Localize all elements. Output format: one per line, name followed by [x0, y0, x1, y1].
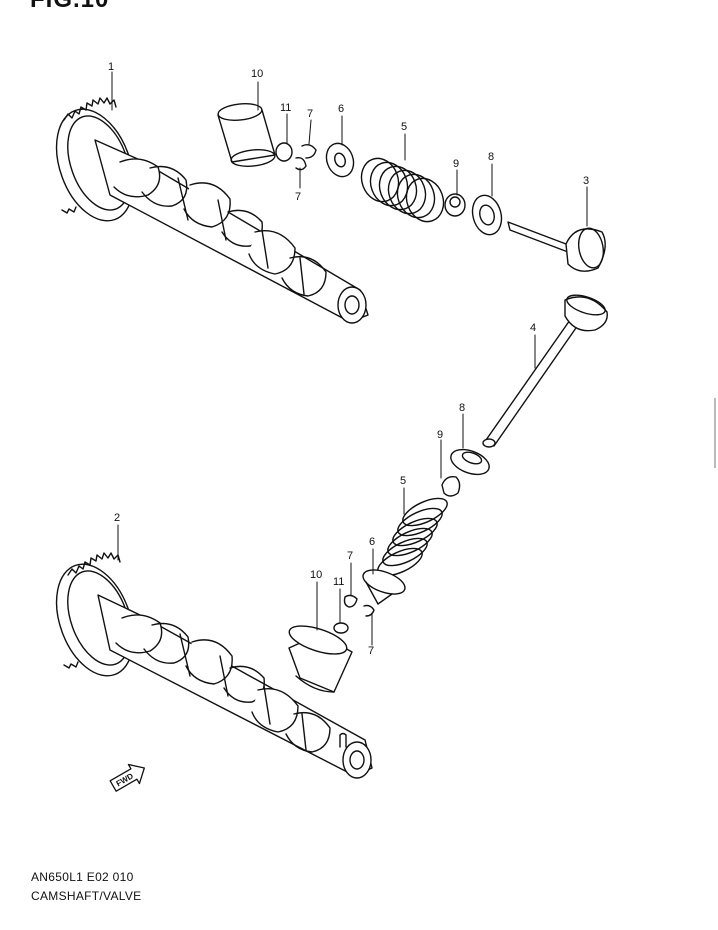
callout-part-10: 10 — [310, 569, 323, 581]
callout-part-5: 5 — [400, 475, 407, 487]
figure-title: FIG.10 — [30, 0, 109, 14]
scan-edge-mark — [714, 398, 716, 468]
callout-part-4: 4 — [530, 322, 537, 334]
valve-train-bottom — [288, 294, 608, 693]
section-title: CAMSHAFT/VALVE — [31, 889, 142, 903]
callout-part-6: 6 — [369, 536, 376, 548]
callout-part-8: 8 — [488, 151, 495, 163]
callout-part-7: 7 — [347, 550, 354, 562]
camshaft-2 — [55, 552, 373, 779]
callout-part-8: 8 — [459, 402, 466, 414]
callout-part-11: 11 — [333, 576, 345, 588]
callout-part-5: 5 — [401, 121, 408, 133]
model-code: AN650L1 E02 010 — [31, 870, 134, 884]
leader-lines — [111, 71, 588, 646]
camshaft-1 — [55, 97, 369, 324]
callout-part-9: 9 — [437, 429, 444, 441]
callout-part-7: 7 — [368, 645, 375, 657]
valve-train-top — [217, 103, 606, 272]
valve-spring-top — [360, 157, 445, 223]
callout-part-3: 3 — [583, 175, 590, 187]
callout-part-1: 1 — [108, 61, 115, 73]
callout-part-2: 2 — [114, 512, 121, 524]
callout-part-6: 6 — [338, 103, 345, 115]
callout-part-11: 11 — [280, 102, 292, 114]
callout-part-7: 7 — [307, 108, 314, 120]
valve-spring-bottom — [377, 497, 448, 577]
callout-part-7: 7 — [295, 191, 302, 203]
callout-part-9: 9 — [453, 158, 460, 170]
fwd-arrow-icon: FWD — [109, 763, 145, 792]
callout-part-10: 10 — [251, 68, 264, 80]
